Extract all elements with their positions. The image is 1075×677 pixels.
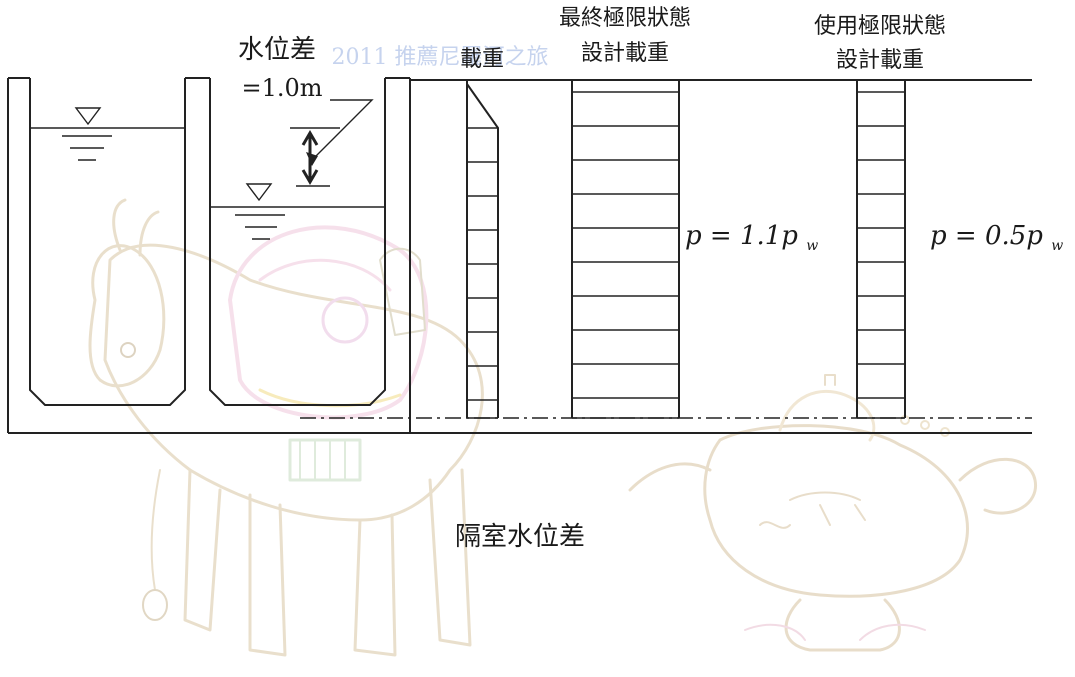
sls-design-load-rows bbox=[857, 91, 905, 419]
uls-design-load-diagram bbox=[571, 80, 680, 418]
sls-formula-subscript: w bbox=[1051, 238, 1063, 254]
load-diagram bbox=[466, 80, 499, 418]
uls-design-load-rows bbox=[572, 91, 679, 419]
background-sketch-oil-lamp bbox=[628, 374, 1037, 652]
uls-header-line1: 最終極限狀態 bbox=[559, 6, 691, 31]
watermark-text: 2011 推薦尼羅河之旅 bbox=[332, 45, 549, 70]
compartment-walls bbox=[7, 77, 1032, 434]
sls-design-load-diagram bbox=[856, 80, 906, 418]
level-difference-annotation bbox=[290, 99, 374, 187]
water-level-diff-title: 水位差 bbox=[238, 35, 316, 65]
background-sketch-donkey bbox=[88, 198, 484, 657]
sls-header-line1: 使用極限狀態 bbox=[814, 14, 946, 39]
uls-formula-subscript: w bbox=[806, 238, 818, 254]
sls-formula-main: p = 0.5p bbox=[930, 221, 1043, 251]
water-level-diff-value: =1.0m bbox=[241, 74, 322, 102]
load-diagram-rows bbox=[467, 127, 498, 419]
left-water-surface bbox=[30, 107, 185, 161]
sls-formula: p = 0.5p w bbox=[930, 221, 1063, 254]
inverted-triangle-icon bbox=[74, 107, 102, 126]
load-header: 載重 bbox=[460, 47, 504, 72]
figure-caption: 隔室水位差 bbox=[455, 522, 585, 552]
sls-header-line2: 設計載重 bbox=[836, 48, 924, 73]
uls-formula-main: p = 1.1p bbox=[685, 221, 798, 251]
right-water-surface bbox=[210, 183, 385, 240]
uls-header-line2: 設計載重 bbox=[581, 41, 669, 66]
uls-formula: p = 1.1p w bbox=[685, 221, 818, 254]
inverted-triangle-icon bbox=[245, 183, 273, 202]
